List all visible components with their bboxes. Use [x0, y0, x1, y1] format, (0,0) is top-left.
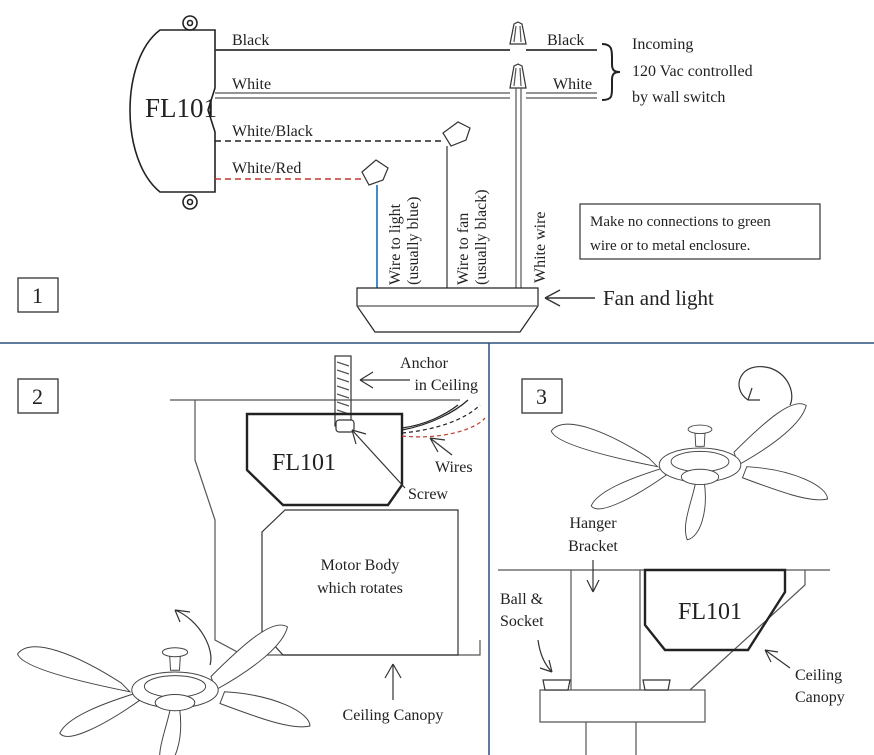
fan-light-arrow: [544, 289, 595, 307]
panel-1: FL101 Black White White/Black White/Red: [17, 15, 821, 333]
ceiling-canopy-line1: Ceiling: [795, 667, 842, 684]
ball-socket-line1: Ball &: [500, 591, 544, 608]
hanger-arrow: [586, 560, 600, 593]
anchor-line2: in Ceiling: [414, 377, 478, 394]
note-line2: wire or to metal enclosure.: [590, 238, 750, 254]
wire-to-light-line2: (usually blue): [405, 197, 422, 285]
mount-hole-bottom-inner: [186, 198, 194, 206]
wire-nut-light: [361, 159, 389, 186]
panel-3-number: 3: [536, 384, 547, 409]
canopy-arrow-2: [384, 663, 402, 700]
fl101-module-3: [643, 568, 787, 652]
rotation-arrow-2: [174, 609, 212, 666]
panel-1-number-box: [17, 277, 59, 313]
ceiling-canopy-line2: Canopy: [795, 689, 845, 706]
white-wire-vertical-label: White wire: [532, 211, 549, 283]
incoming-brace: [601, 43, 621, 101]
ball-socket-right: [642, 679, 671, 691]
incoming-line3: by wall switch: [632, 89, 725, 106]
wire-to-light-line1: Wire to light: [387, 203, 404, 285]
motor-body: [261, 509, 459, 656]
mount-hole-top: [182, 15, 198, 31]
note-box: [579, 203, 821, 260]
fl101-module-2: [245, 412, 404, 507]
wire-to-fan-line1: Wire to fan: [455, 213, 472, 285]
ball-socket-line2: Socket: [500, 613, 544, 630]
wires-bundle: [401, 399, 486, 438]
hanger-bracket-line1: Hanger: [569, 515, 617, 532]
anchor-bolt: [334, 355, 355, 433]
incoming-white-label: White: [553, 76, 592, 93]
panel-2-number: 2: [32, 384, 43, 409]
fl101-label: FL101: [145, 93, 217, 123]
ceiling-canopy-label-2: Ceiling Canopy: [343, 707, 444, 724]
ceiling-fan-icon-2: [17, 624, 311, 755]
fl101-label-3: FL101: [678, 599, 742, 625]
incoming-line1: Incoming: [632, 36, 693, 53]
panel-2-number-box: [17, 378, 59, 414]
panel-3: 3 Hanger Bracket FL101 Ball & Socket Cei…: [498, 366, 845, 755]
fan-light-fixture: [356, 287, 539, 333]
canopy-arrow-3: [764, 649, 791, 669]
fl101-label-2: FL101: [272, 450, 336, 476]
anchor-line1: Anchor: [400, 355, 449, 372]
anchor-arrow: [359, 371, 410, 389]
white-black-wire-label: White/Black: [232, 123, 313, 140]
rotation-arrow-3: [738, 366, 793, 406]
white-red-wire-label: White/Red: [232, 160, 301, 177]
wires-label: Wires: [435, 459, 473, 476]
incoming-line2: 120 Vac controlled: [632, 63, 753, 80]
ceiling-canopy-outline-3: [539, 570, 806, 723]
ball-socket-left: [542, 679, 571, 691]
hanger-bracket-line2: Bracket: [568, 538, 618, 555]
fan-and-light-label: Fan and light: [603, 286, 714, 310]
panel-2: 2 Anchor in Ceiling FL101 Wires Screw: [17, 355, 486, 755]
note-line1: Make no connections to green: [590, 214, 771, 230]
screw-label: Screw: [408, 486, 448, 503]
fl101-module-outline: [129, 29, 216, 193]
screw-arrow: [351, 429, 406, 489]
panel-3-number-box: [521, 378, 563, 414]
white-wire-label: White: [232, 76, 271, 93]
mount-hole-top-inner: [186, 19, 194, 27]
black-wire-label: Black: [232, 32, 269, 49]
panel-1-number: 1: [32, 283, 43, 308]
wire-nut-white: [509, 63, 527, 89]
wire-nut-black: [509, 21, 527, 45]
ball-socket-arrow: [537, 639, 553, 673]
mount-hole-bottom: [182, 194, 198, 210]
motor-body-line2: which rotates: [317, 580, 403, 597]
wires-arrow: [429, 437, 453, 456]
motor-body-line1: Motor Body: [321, 557, 400, 574]
incoming-black-label: Black: [547, 32, 584, 49]
wire-to-fan-line2: (usually black): [473, 189, 490, 285]
ceiling-canopy-outline-2: [194, 400, 481, 656]
wire-nut-fan: [442, 121, 471, 147]
